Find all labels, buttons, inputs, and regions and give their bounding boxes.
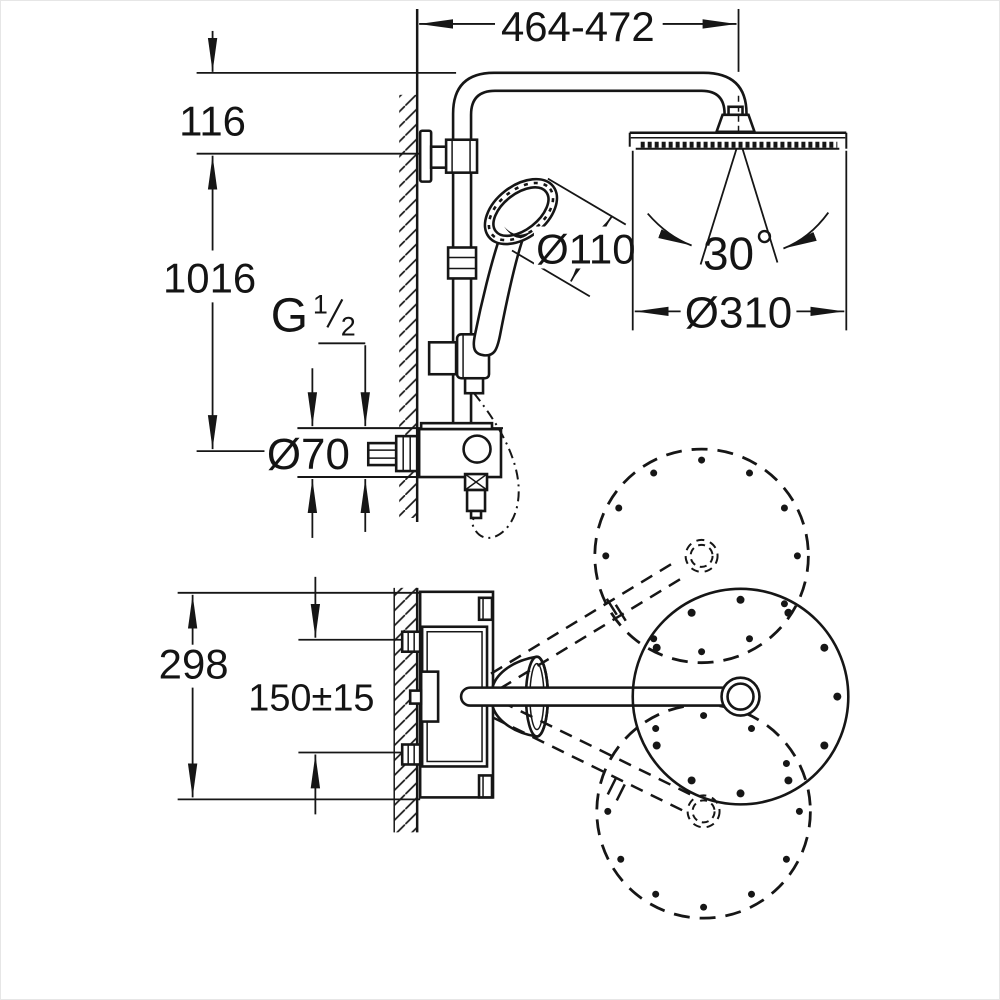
shower-arm-pipe	[451, 71, 748, 426]
thread-label: G 1 2	[271, 289, 370, 532]
dim-spray-angle: 30	[647, 148, 830, 279]
pipe-connector	[446, 246, 478, 280]
dim-handshower-label: Ø110	[536, 225, 635, 272]
dim-height-label: 1016	[163, 254, 256, 301]
degree-symbol	[757, 229, 772, 244]
front-view: 464-472 116 1016	[163, 3, 848, 539]
dim-wall-to-top-label: 116	[179, 98, 246, 145]
swivel-arm-positions	[490, 559, 698, 815]
head-shower-side	[628, 95, 848, 150]
swivel-arm-joint-marks	[605, 598, 627, 801]
dim-plate-height: 298	[159, 591, 421, 801]
plan-supply-fittings	[400, 630, 423, 766]
dim-spray-angle-label: 30	[703, 227, 754, 279]
supply-pipe-stub	[366, 441, 398, 467]
thread-numerator: 1	[313, 289, 328, 319]
nozzle-dots	[602, 456, 842, 911]
thread-denominator: 2	[341, 311, 356, 341]
dim-width-range: 464-472	[196, 3, 740, 74]
dim-width-range-label: 464-472	[501, 3, 655, 50]
head-shower-plan-solid	[459, 587, 850, 806]
dim-headshower-label: Ø310	[685, 288, 792, 337]
dim-headshower: Ø310	[631, 150, 848, 337]
dim-escutcheon-label: Ø70	[267, 430, 350, 479]
hex-nut	[394, 434, 419, 473]
shower-hose	[471, 392, 520, 539]
dim-plate-height-label: 298	[159, 641, 229, 688]
fraction-slash	[326, 298, 344, 328]
dim-handshower: Ø110	[511, 177, 638, 298]
thread-letter: G	[271, 289, 308, 342]
head-shower-plan-upper	[593, 447, 810, 665]
thermostat-valve	[297, 421, 503, 520]
dim-supply-spacing: 150±15	[248, 576, 413, 815]
plan-wall-section	[393, 587, 419, 833]
dim-escutcheon: Ø70	[267, 368, 350, 538]
dim-supply-spacing-label: 150±15	[248, 678, 374, 720]
dim-wall-to-top: 116	[179, 30, 421, 251]
thermostat-knob	[462, 434, 492, 464]
wall-bracket	[418, 129, 479, 183]
ball-joint	[714, 113, 757, 134]
head-shower-plan-lower	[595, 703, 812, 920]
dim-height: 1016	[163, 254, 265, 452]
shower-arm-plan	[459, 686, 728, 707]
plan-view: 298 150±15	[159, 447, 850, 920]
